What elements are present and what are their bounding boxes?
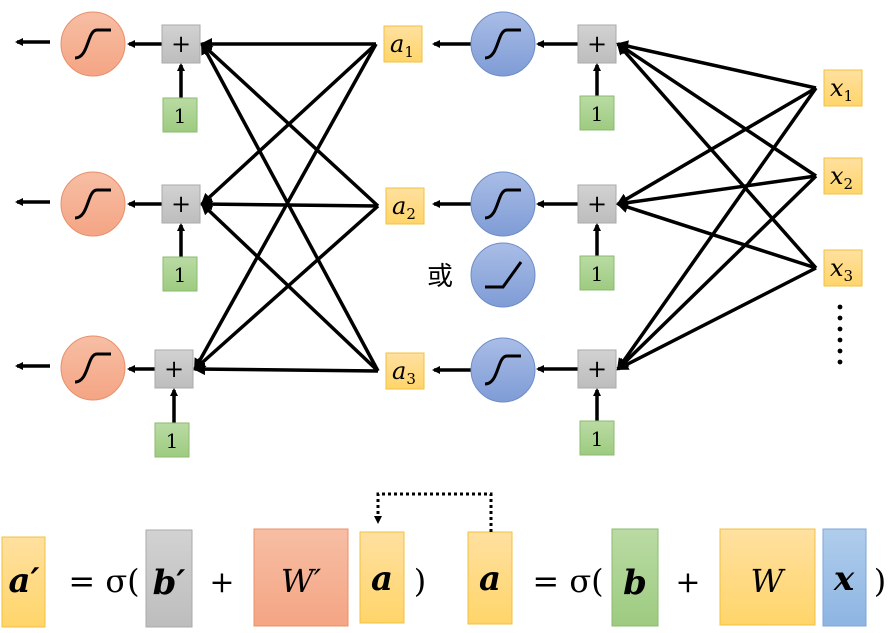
plus: + xyxy=(209,565,234,600)
bias-node xyxy=(162,256,198,292)
relu-icon xyxy=(485,261,523,289)
bias-value: 1 xyxy=(591,262,604,286)
input-node-box xyxy=(823,157,863,195)
plus-symbol: + xyxy=(164,355,184,383)
bias-node xyxy=(579,95,615,131)
equals-sigma: = σ( xyxy=(68,562,139,600)
weight-connection xyxy=(616,86,818,371)
ellipsis-dot xyxy=(837,315,843,321)
b-vector xyxy=(611,528,659,627)
ellipsis-dot xyxy=(837,359,843,365)
w-prime-label: W′ xyxy=(281,562,322,600)
bias-value: 1 xyxy=(591,427,604,451)
sum-node xyxy=(154,349,194,389)
hidden-node-box xyxy=(385,352,425,390)
input-node-label: x2 xyxy=(830,162,853,193)
hidden-node-label: a2 xyxy=(392,192,416,223)
ellipsis-dot xyxy=(837,348,843,354)
w-matrix xyxy=(719,528,816,626)
bias-node xyxy=(579,255,615,291)
sigmoid-icon xyxy=(74,188,111,220)
plus-symbol: + xyxy=(587,30,607,58)
hidden-node-label: a1 xyxy=(390,30,414,61)
sigmoid-icon xyxy=(74,352,111,384)
hidden-node-box xyxy=(383,25,423,63)
plus: + xyxy=(675,565,700,600)
input-node-box xyxy=(823,69,863,107)
w-prime-matrix xyxy=(253,528,349,627)
hidden-node-box xyxy=(385,187,425,225)
w-label: W xyxy=(751,562,787,600)
bias-value: 1 xyxy=(174,263,187,287)
input-node-label: x3 xyxy=(830,254,853,285)
sigmoid-icon xyxy=(484,354,521,386)
input-node-box xyxy=(823,249,863,287)
relu-activation-node xyxy=(470,242,536,308)
a-prime-label: a′ xyxy=(9,561,40,601)
plus-symbol: + xyxy=(587,355,607,383)
hidden-activation-node xyxy=(470,171,536,237)
weight-connection xyxy=(616,174,818,371)
output-activation-node xyxy=(60,11,126,77)
weight-connection xyxy=(200,42,380,208)
weight-connection xyxy=(616,266,817,371)
equals-sigma: = σ( xyxy=(532,562,603,600)
hidden-node-label: a3 xyxy=(392,357,416,388)
weight-connection xyxy=(616,40,817,90)
ellipsis-dot xyxy=(837,304,843,310)
weight-connection xyxy=(200,42,380,372)
close-paren: ) xyxy=(874,562,886,600)
output-activation-node xyxy=(60,335,126,401)
weight-connection xyxy=(616,86,817,206)
x-vector xyxy=(822,528,867,627)
hidden-activation-node xyxy=(470,11,536,77)
a-label: a xyxy=(479,559,501,599)
sigmoid-icon xyxy=(484,188,521,220)
weight-connection xyxy=(193,204,380,371)
bias-value: 1 xyxy=(166,429,179,453)
weight-connection xyxy=(616,174,817,209)
x-label: x xyxy=(833,559,855,599)
weight-connection xyxy=(193,363,379,376)
sigmoid-icon xyxy=(484,28,521,60)
bias-node xyxy=(162,97,198,133)
or-label: 或 xyxy=(427,262,453,292)
ellipsis-dot xyxy=(837,337,843,343)
close-paren: ) xyxy=(414,562,426,600)
bias-value: 1 xyxy=(591,102,604,126)
weight-connection xyxy=(616,201,817,270)
weight-connection xyxy=(616,42,818,270)
weight-connection xyxy=(616,42,817,178)
sum-node xyxy=(577,184,617,224)
ellipsis-dot xyxy=(837,326,843,332)
sum-node xyxy=(161,184,201,224)
sum-node xyxy=(577,24,617,64)
bias-node xyxy=(154,422,190,458)
weight-connection xyxy=(200,202,380,373)
b-prime-label: b′ xyxy=(153,563,186,603)
input-node-label: x1 xyxy=(830,74,853,105)
a-vector xyxy=(359,531,405,624)
a-prime-vector xyxy=(1,536,46,628)
plus-symbol: + xyxy=(171,190,191,218)
output-activation-node xyxy=(60,171,126,237)
hidden-activation-node xyxy=(470,337,536,403)
b-prime-vector xyxy=(145,529,193,628)
b-label: b xyxy=(623,563,647,603)
dotted-copy-arrow xyxy=(374,492,493,532)
a-label: a xyxy=(371,559,393,599)
sum-node xyxy=(577,349,617,389)
sum-node xyxy=(161,24,201,64)
plus-symbol: + xyxy=(587,190,607,218)
bias-node xyxy=(579,420,615,456)
plus-symbol: + xyxy=(171,30,191,58)
sigmoid-icon xyxy=(74,28,111,60)
bias-value: 1 xyxy=(174,104,187,128)
